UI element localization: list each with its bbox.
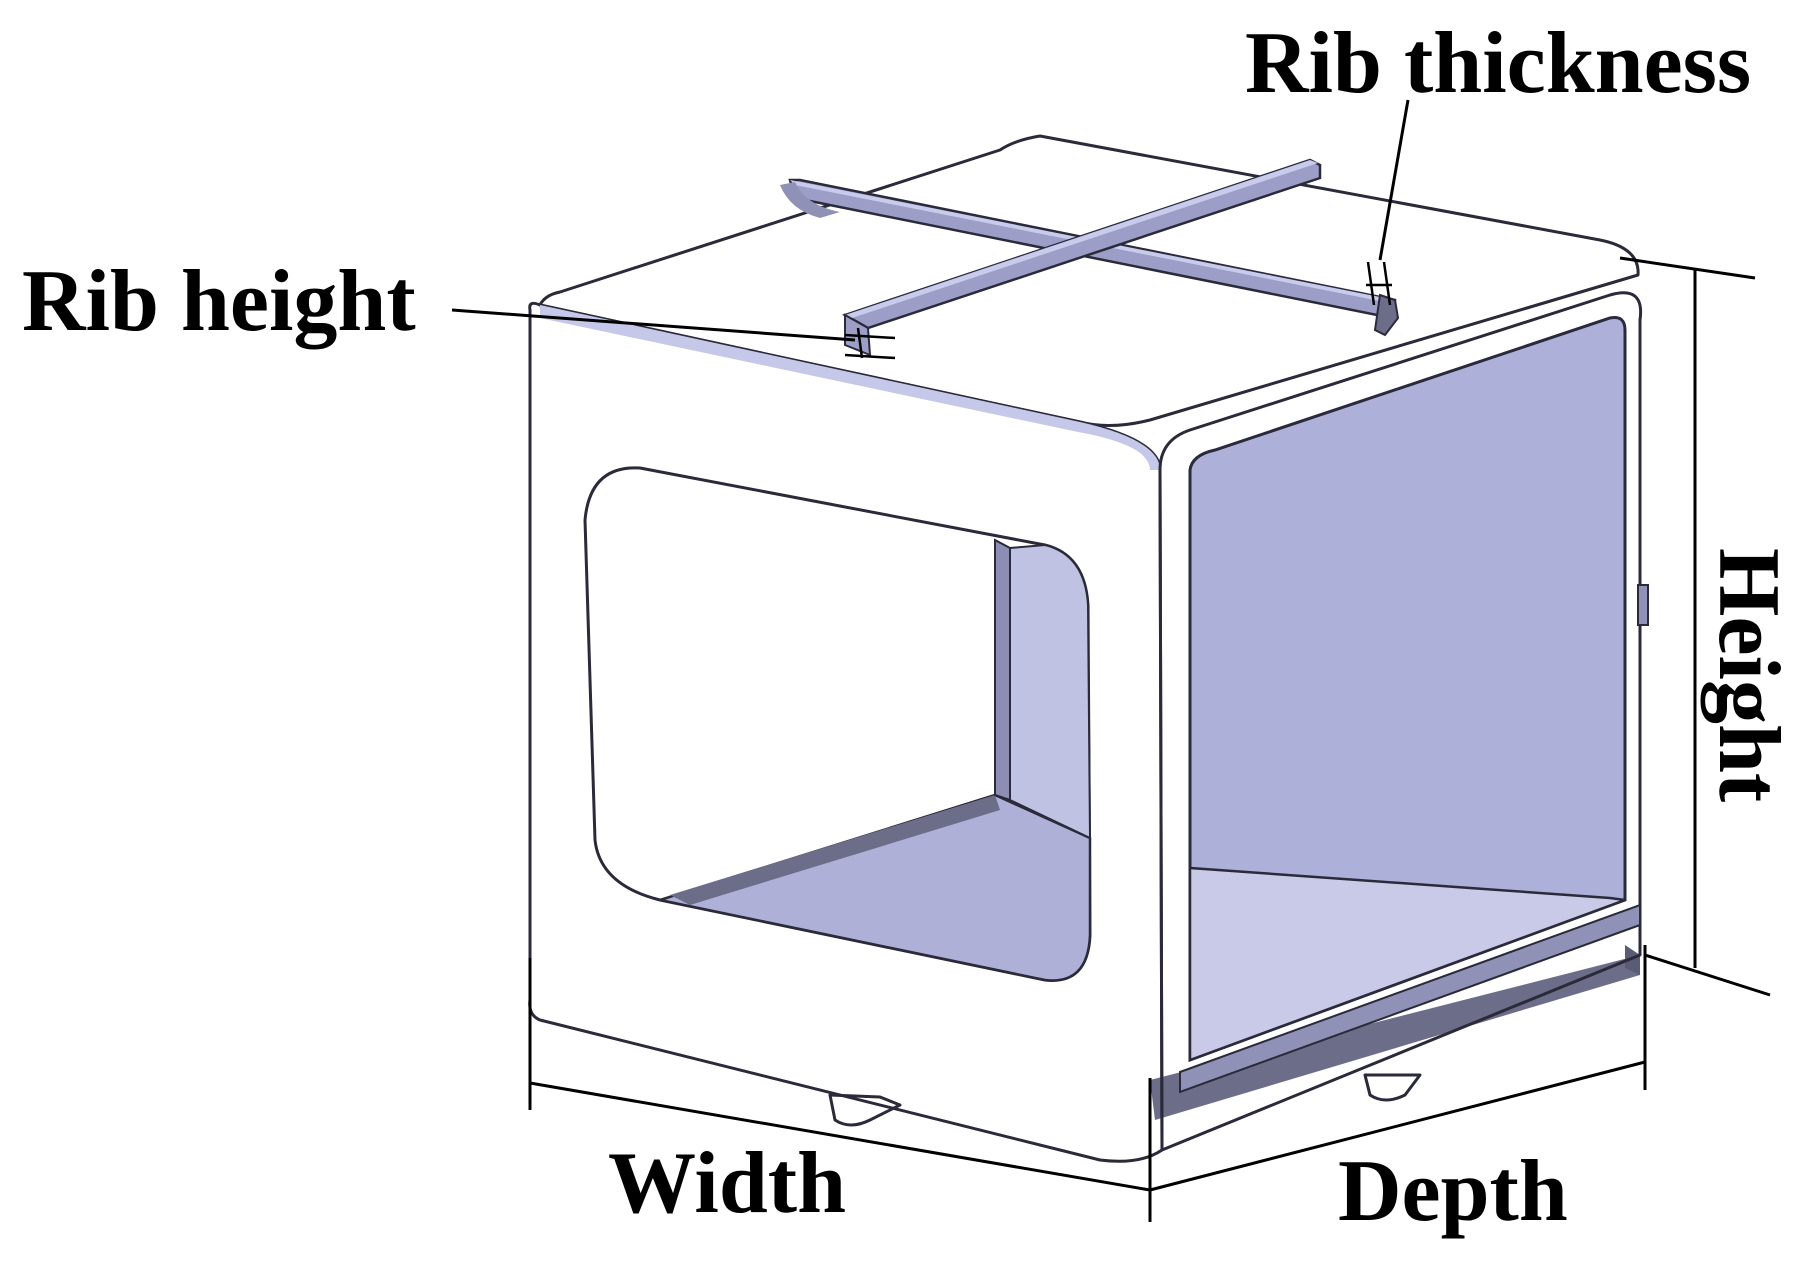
label-height: Height [1700,548,1797,802]
rib-thickness-tick-a [1366,261,1376,306]
side-frame [1158,291,1643,1152]
window-jamb [994,538,1011,802]
window-sill-lip [670,795,1000,905]
rib-height-leader [451,308,856,342]
label-rib-height: Rib height [22,253,416,350]
leader-lines [451,99,1771,1222]
floor-lip [1179,903,1641,1094]
top-face [538,134,1640,428]
depth-dim-line [1149,1060,1646,1192]
rib-right-cap [1373,293,1400,337]
height-ext-bottom [1644,953,1771,997]
foot-right [1363,1073,1422,1102]
side-bump [1637,584,1649,626]
label-width: Width [608,1135,846,1232]
width-dim-line [529,1081,1151,1192]
rib-cross-top [845,160,1318,318]
labels: Rib thickness Rib height Height Width De… [22,15,1797,1240]
foot-left [828,1093,902,1127]
cabin-body [528,134,1649,1163]
label-rib-thickness: Rib thickness [1245,15,1751,112]
right-bottom-edge [1625,945,1640,975]
rib-thickness-leader [1378,99,1410,261]
inner-floor [1188,866,1626,1062]
window-reveal [1009,543,1092,840]
rib-flare-left [780,182,840,218]
top-ribs [780,158,1400,357]
base-strip [1150,955,1640,1120]
rib-height-tick-a [844,353,896,360]
rib-thickness-tick-b [1382,261,1392,306]
height-ext-top [1619,256,1756,280]
rib-height-tick-b [844,333,896,340]
window-sill [655,793,1092,982]
front-top-fillet [540,305,1160,470]
label-depth: Depth [1338,1143,1568,1240]
rib-height-tick-c [856,327,864,359]
inner-back-wall [1188,316,1627,1063]
